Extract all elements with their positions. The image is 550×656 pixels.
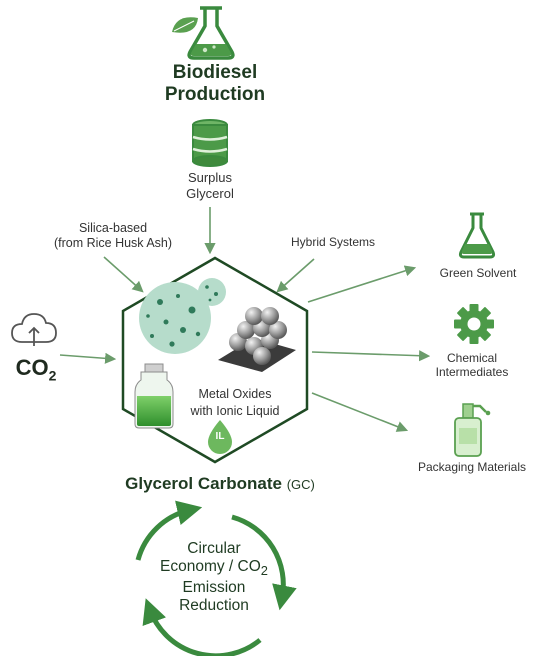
glycerol-line: Glycerol — [186, 185, 234, 201]
arrow-gc-to-chemical — [311, 350, 431, 362]
silica-particle-icon — [139, 278, 226, 354]
cycle-line-3: Emission — [182, 578, 246, 596]
metal-oxide-spheres-icon — [218, 307, 296, 372]
surplus-glycerol-label: Surplus Glycerol — [160, 170, 260, 201]
biodiesel-production-title: Biodiesel Production — [130, 62, 300, 106]
circular-arrows-icon — [135, 500, 297, 656]
title-line-1: Biodiesel — [172, 62, 258, 83]
il-badge-label: IL — [215, 431, 225, 442]
title-line-2: Production — [164, 83, 266, 105]
co2-main-text: CO — [15, 355, 49, 380]
surplus-line: Surplus — [187, 170, 233, 185]
ionic-liquid-drop-icon — [208, 420, 232, 454]
cycle-line-2: Economy / CO2 — [134, 558, 294, 579]
gear-icon — [454, 304, 494, 344]
cycle-line-1: Circular — [187, 540, 241, 557]
flask-leaf-icon — [172, 6, 235, 60]
green-solvent-label: Green Solvent — [439, 266, 517, 280]
chemical-line-1: Chemical — [446, 351, 497, 365]
silica-based-label: Silica-based (from Rice Husk Ash) — [28, 221, 198, 251]
packaging-materials-label: Packaging Materials — [417, 460, 527, 474]
silica-line-2: (from Rice Husk Ash) — [53, 236, 173, 250]
green-solvent-flask-icon — [458, 212, 496, 259]
barrel-icon — [192, 119, 228, 167]
hybrid-systems-label: Hybrid Systems — [290, 235, 376, 249]
gc-abbr: (GC) — [286, 477, 315, 492]
arrow-gc-to-packaging — [311, 392, 409, 432]
co2-subscript: 2 — [48, 367, 57, 384]
arrow-co2-to-gc — [59, 352, 117, 364]
co2-input-label: CO2 — [6, 355, 66, 384]
ionic-liquid-bottle-icon — [134, 363, 174, 429]
cycle-line-2-sub: 2 — [260, 562, 268, 578]
gc-name: Glycerol Carbonate — [125, 474, 282, 493]
arrow-silica-to-gc — [103, 256, 144, 293]
cycle-line-2-main: Economy / CO — [160, 557, 261, 575]
silica-line-1: Silica-based — [78, 221, 148, 235]
cloud-upload-icon — [11, 313, 57, 346]
arrow-gc-to-green-solvent — [307, 265, 417, 303]
glycerol-carbonate-label: Glycerol Carbonate (GC) — [80, 474, 360, 494]
spray-bottle-icon — [454, 403, 491, 457]
chemical-line-2: Intermediates — [435, 364, 509, 379]
metal-line-2: with Ionic Liquid — [190, 403, 280, 418]
metal-line-1: Metal Oxides — [198, 387, 272, 401]
circular-economy-label: Circular Economy / CO2 Emission Reductio… — [134, 540, 294, 614]
arrow-hybrid-to-gc — [276, 258, 315, 293]
metal-oxides-label: Metal Oxides with Ionic Liquid — [170, 386, 300, 420]
chemical-intermediates-label: Chemical Intermediates — [412, 351, 532, 380]
cycle-line-4: Reduction — [179, 596, 249, 614]
